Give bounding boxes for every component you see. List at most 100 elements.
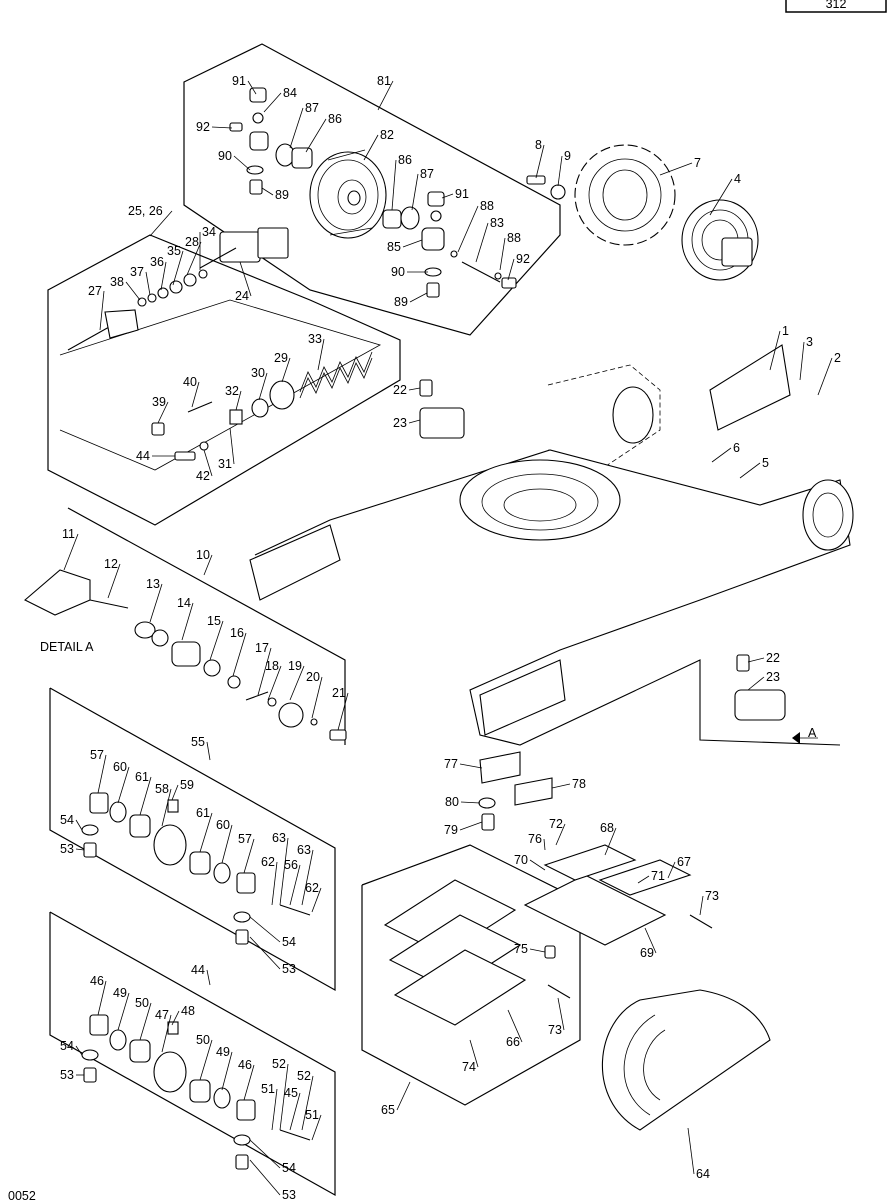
part-number-label: 44 xyxy=(136,449,150,463)
leader-line xyxy=(687,1127,695,1175)
part-callout: 3 xyxy=(799,335,813,381)
leader-line xyxy=(604,827,617,856)
part-number-label: 61 xyxy=(196,806,210,820)
part-number-label: 89 xyxy=(275,188,289,202)
part-number-label: 34 xyxy=(202,225,216,239)
part-callout: 1 xyxy=(769,324,789,371)
part-callout: 66 xyxy=(506,1009,523,1049)
leader-line xyxy=(551,783,571,789)
part-number-label: 52 xyxy=(297,1069,311,1083)
leader-line xyxy=(145,271,151,296)
leader-line xyxy=(411,173,419,211)
part-callout: 71 xyxy=(637,869,665,884)
leader-line xyxy=(263,92,282,113)
leader-line xyxy=(171,1010,180,1026)
part-number-label: 8 xyxy=(535,138,542,152)
part-number-label: 49 xyxy=(216,1045,230,1059)
part-number-label: 16 xyxy=(230,626,244,640)
part-callout: 23 xyxy=(393,416,421,430)
part-callout: 81 xyxy=(377,74,394,111)
leader-line xyxy=(557,997,565,1031)
part-callout: 29 xyxy=(274,351,291,383)
part-number-label: 2 xyxy=(834,351,841,365)
part-number-label: 64 xyxy=(696,1167,710,1181)
leader-line xyxy=(239,261,252,297)
part-callout: 53 xyxy=(249,1159,296,1200)
part-callout: 50 xyxy=(135,996,152,1041)
part-callout: 60 xyxy=(216,818,233,864)
leader-line xyxy=(555,823,566,846)
part-callout: 50 xyxy=(196,1033,213,1081)
part-number-label: 51 xyxy=(261,1082,275,1096)
part-callout: 56 xyxy=(284,858,301,906)
detail-a-label: DETAIL A xyxy=(40,640,94,654)
leader-line xyxy=(289,864,301,906)
part-number-label: 6 xyxy=(733,441,740,455)
part-number-label: 52 xyxy=(272,1057,286,1071)
part-number-label: 86 xyxy=(398,153,412,167)
part-callout: 73 xyxy=(699,889,719,916)
part-callout: 16 xyxy=(230,626,247,677)
part-callout: 92 xyxy=(507,252,530,281)
part-callout: 27 xyxy=(88,284,105,331)
undercarriage-frame xyxy=(249,344,854,831)
idler-wheel xyxy=(309,149,387,239)
leader-line xyxy=(637,875,650,884)
leader-line xyxy=(557,155,563,187)
leader-line xyxy=(391,159,397,211)
leader-line xyxy=(107,563,121,599)
part-callout: 17 xyxy=(255,641,272,696)
part-callout: 8 xyxy=(535,138,545,179)
part-callout: 36 xyxy=(150,255,167,291)
track-shoe-frame xyxy=(361,844,581,1106)
leader-line xyxy=(117,766,130,804)
part-callout: 85 xyxy=(387,239,423,254)
leader-line xyxy=(460,801,481,804)
leader-line xyxy=(377,80,394,111)
page-number: 312 xyxy=(826,0,847,11)
part-callout: 15 xyxy=(207,614,224,661)
leader-line xyxy=(709,178,733,216)
part-callout: 14 xyxy=(177,596,194,641)
part-number-label: 81 xyxy=(377,74,391,88)
part-number-label: 50 xyxy=(135,996,149,1010)
part-number-label: 12 xyxy=(104,557,118,571)
part-callout: 18 xyxy=(265,659,282,701)
part-number-label: 54 xyxy=(60,1039,74,1053)
part-number-label: 71 xyxy=(651,869,665,883)
leader-line xyxy=(507,258,515,281)
part-callout: 12 xyxy=(104,557,121,599)
leader-line xyxy=(301,849,314,906)
part-number-label: 21 xyxy=(332,686,346,700)
part-number-label: 28 xyxy=(185,235,199,249)
part-callout: 21 xyxy=(332,686,349,731)
part-number-label: 44 xyxy=(191,963,205,977)
part-callout: 24 xyxy=(235,261,252,303)
leader-line xyxy=(171,784,179,801)
part-callout: 68 xyxy=(600,821,617,856)
leader-line xyxy=(311,887,322,913)
leader-line xyxy=(311,676,323,719)
part-callout: 61 xyxy=(196,806,213,853)
leader-line xyxy=(289,107,304,149)
part-number-label: 17 xyxy=(255,641,269,655)
leader-line xyxy=(186,241,202,276)
part-number-label: 10 xyxy=(196,548,210,562)
part-callout: 62 xyxy=(305,881,322,913)
part-number-label: 35 xyxy=(167,244,181,258)
part-number-label: 88 xyxy=(507,231,521,245)
part-number-label: 30 xyxy=(251,366,265,380)
part-number-label: 38 xyxy=(110,275,124,289)
part-number-label: 49 xyxy=(113,986,127,1000)
leader-line xyxy=(149,583,163,623)
leader-line xyxy=(311,1114,322,1141)
part-callout: 44 xyxy=(136,449,175,463)
part-number-label: 23 xyxy=(766,670,780,684)
leader-line xyxy=(149,210,173,237)
part-callout: 39 xyxy=(152,395,169,424)
part-number-label: 62 xyxy=(305,881,319,895)
part-number-label: 62 xyxy=(261,855,275,869)
adjuster-group-frame xyxy=(47,234,401,526)
detail-a-frame xyxy=(67,507,346,745)
page-number-box: 312 xyxy=(785,0,887,13)
